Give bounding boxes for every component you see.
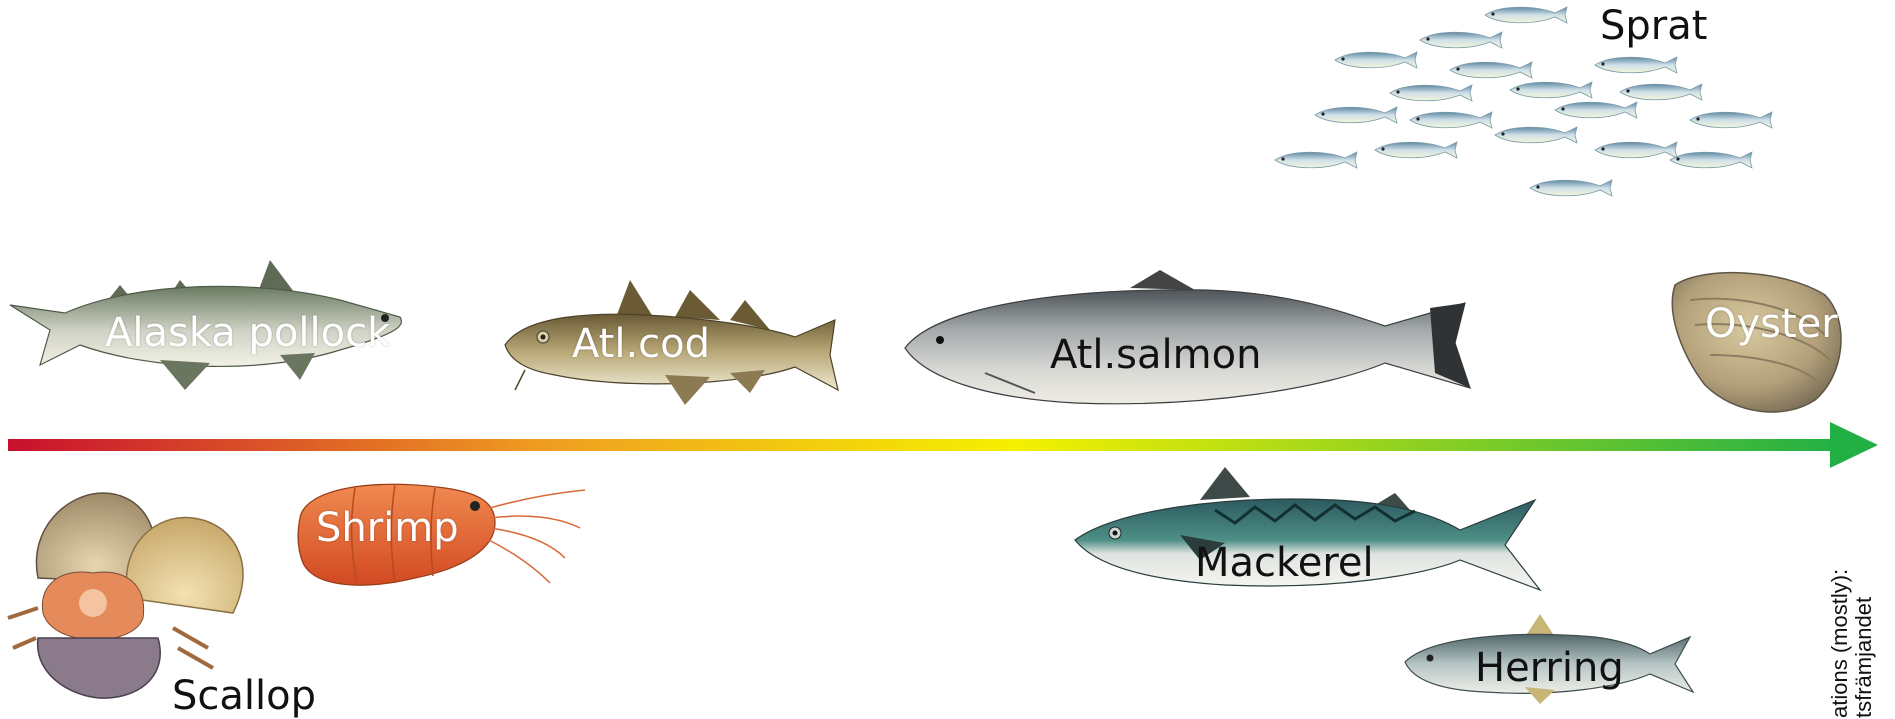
label-scallop: Scallop	[172, 676, 316, 716]
mackerel-icon	[1075, 465, 1545, 610]
scallop-icon	[8, 488, 258, 703]
label-atl-salmon: Atl.salmon	[1050, 335, 1261, 375]
label-shrimp: Shrimp	[316, 508, 459, 548]
label-oyster: Oyster	[1705, 304, 1838, 344]
gradient-arrow	[8, 420, 1888, 470]
sprat-school-icon	[1250, 0, 1810, 200]
label-sprat: Sprat	[1600, 6, 1707, 46]
label-mackerel: Mackerel	[1195, 543, 1374, 583]
side-note-line-2: tsfrämjandet	[1852, 569, 1876, 718]
label-atl-cod: Atl.cod	[572, 324, 710, 364]
side-note-line-1: ations (mostly):	[1828, 569, 1852, 718]
label-herring: Herring	[1475, 648, 1624, 688]
label-alaska-pollock: Alaska pollock	[105, 313, 390, 353]
side-note: ations (mostly): tsfrämjandet	[1828, 569, 1876, 718]
